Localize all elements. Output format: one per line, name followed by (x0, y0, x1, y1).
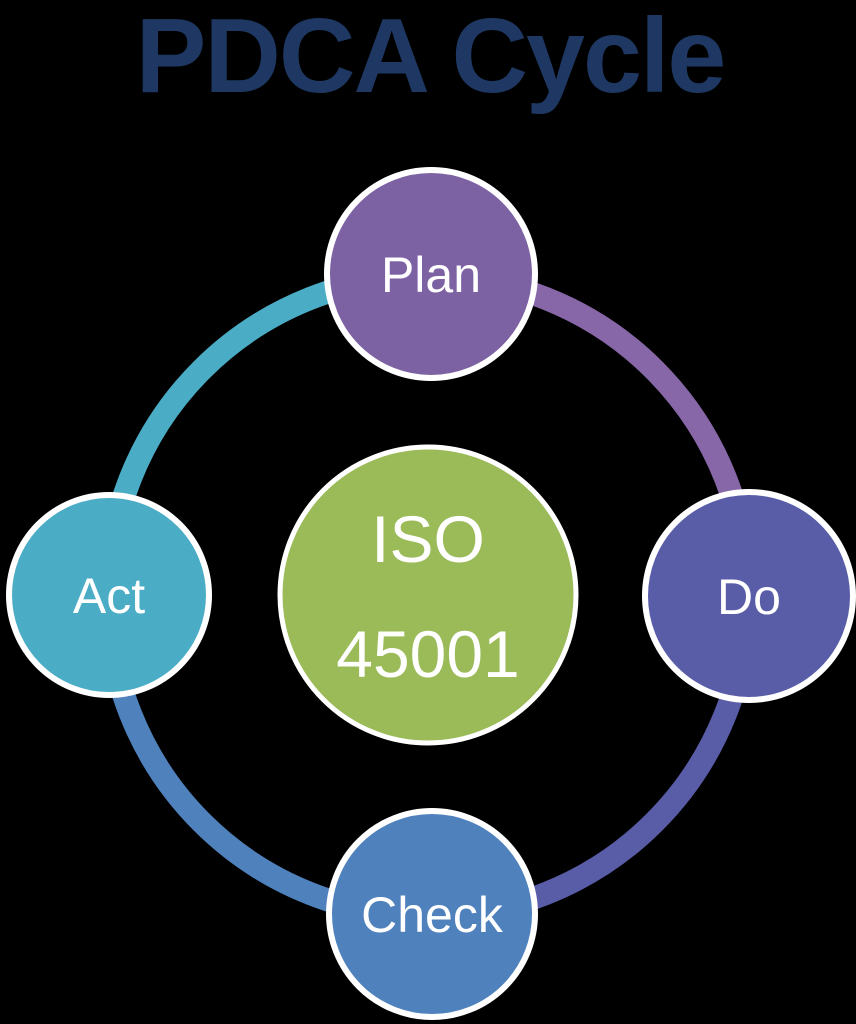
act-circle (6, 492, 212, 698)
node-check: Check (326, 808, 538, 1020)
act-label: Act (73, 568, 145, 624)
plan-circle (324, 167, 538, 381)
center-circle (277, 444, 579, 746)
page-title: PDCA Cycle (136, 0, 725, 115)
node-center-iso-45001: ISO 45001 (277, 444, 579, 746)
do-label: Do (717, 569, 781, 625)
plan-label: Plan (381, 247, 481, 303)
check-circle (326, 808, 538, 1020)
node-plan: Plan (324, 167, 538, 381)
check-label: Check (361, 887, 504, 943)
center-label-line1: ISO (371, 502, 485, 576)
do-circle (642, 489, 856, 703)
node-act: Act (6, 492, 212, 698)
center-label-line2: 45001 (336, 617, 520, 691)
node-do: Do (642, 489, 856, 703)
